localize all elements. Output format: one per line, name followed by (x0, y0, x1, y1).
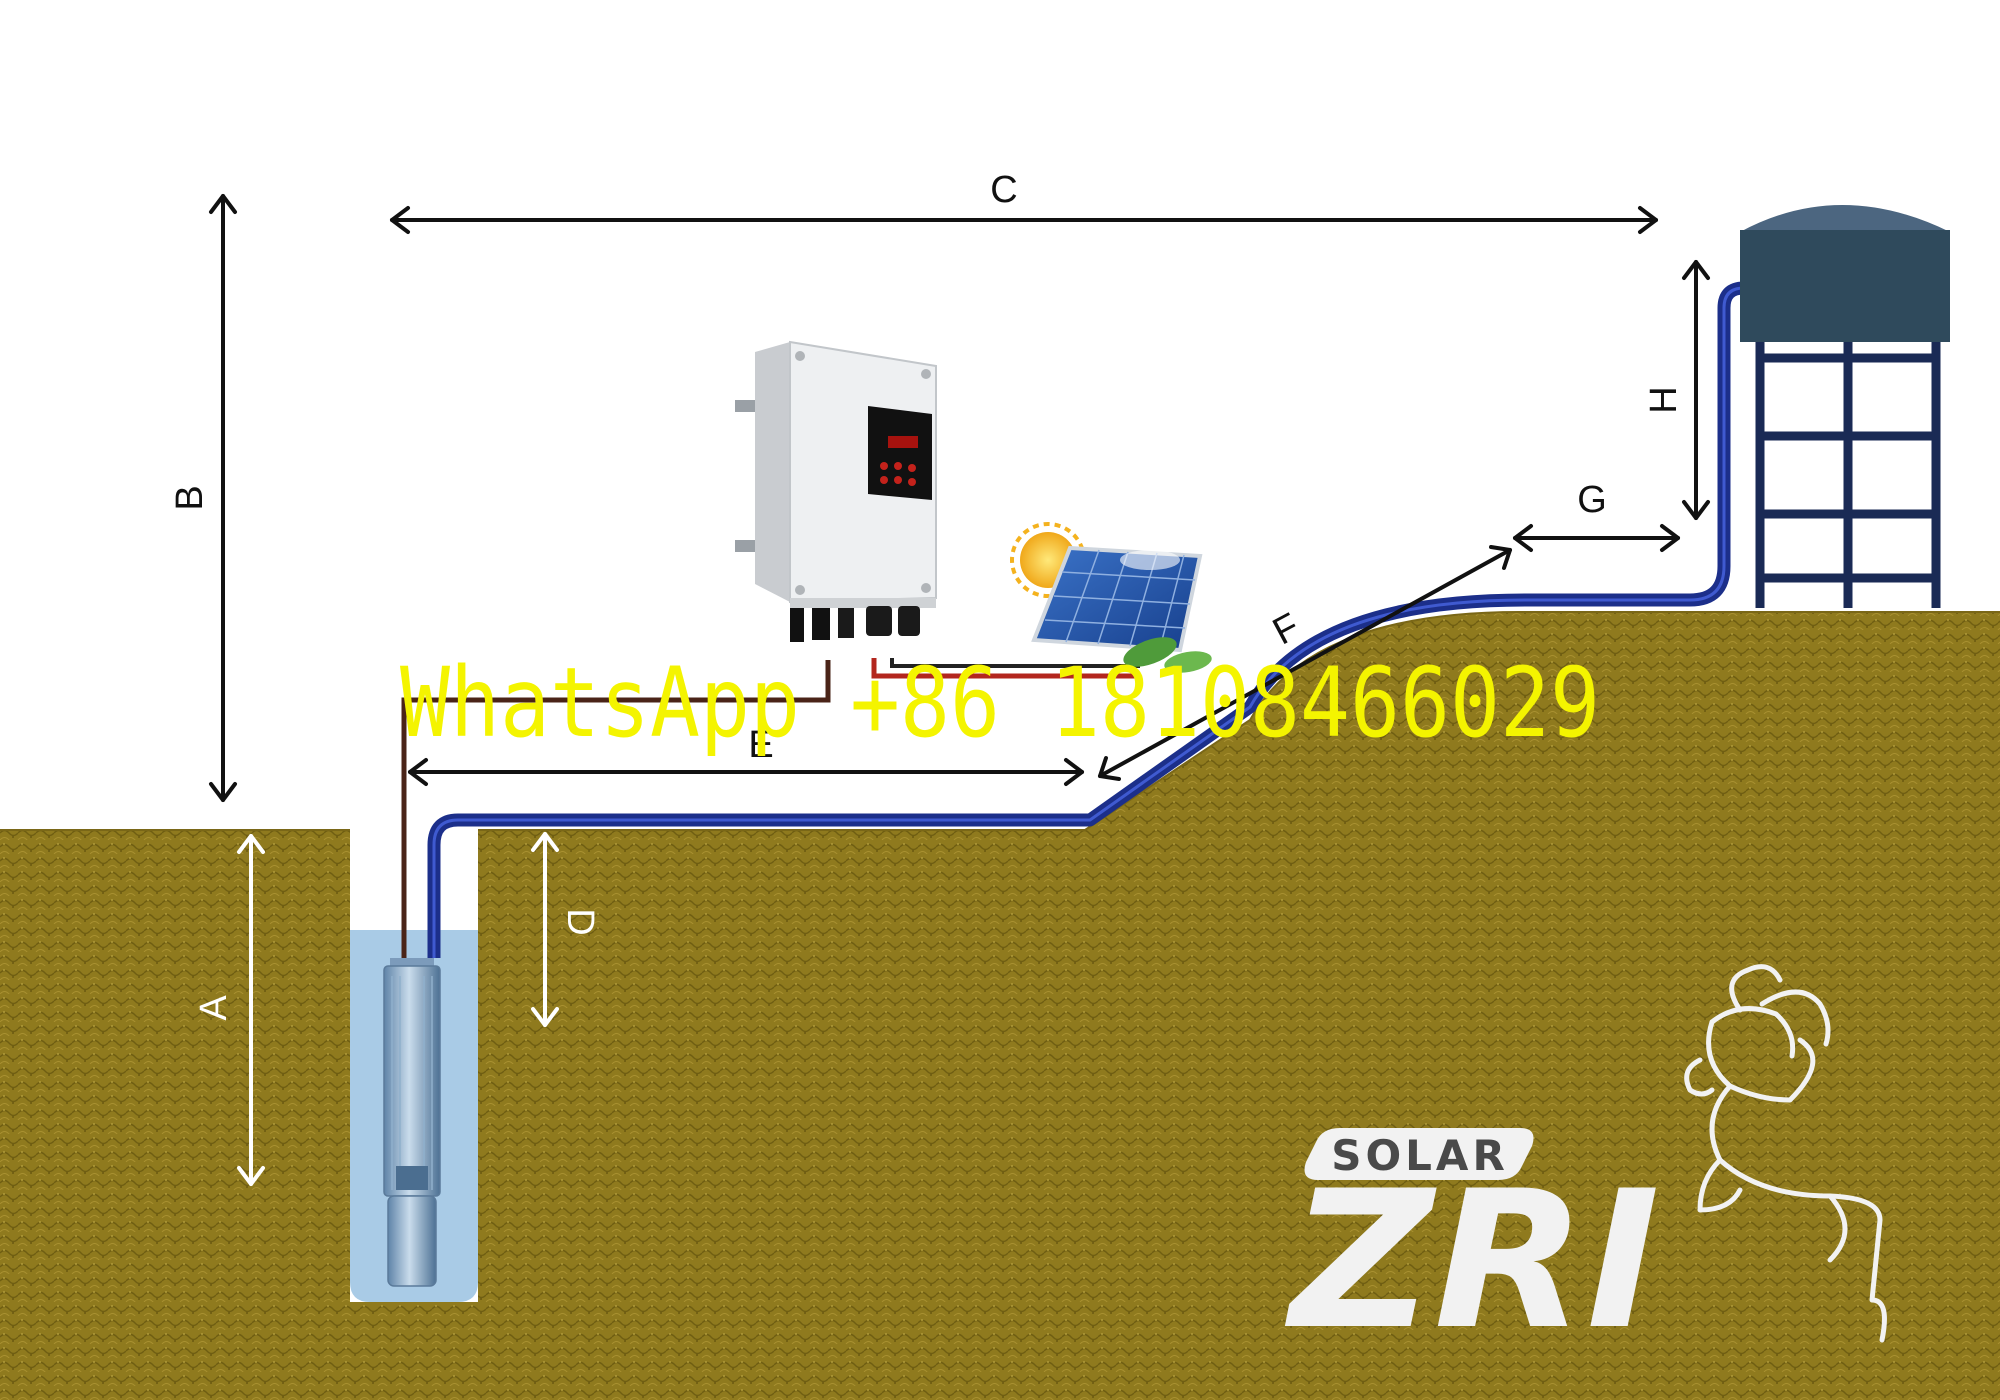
dimension-b-arrow (209, 194, 237, 802)
pump-controller (735, 340, 937, 642)
brand-tag-text: SOLAR (1331, 1131, 1509, 1180)
dimension-g-arrow (1513, 524, 1680, 552)
solar-cable-dark (890, 658, 1140, 668)
dimension-b-label: B (169, 485, 211, 510)
dimension-a-label: A (193, 995, 235, 1021)
deer-logo-icon (1684, 964, 1887, 1343)
dimension-d-label: D (559, 908, 601, 935)
dimension-f-arrow (1098, 545, 1512, 781)
water-tank-tower (1740, 205, 1950, 608)
water-tank-roof (1740, 205, 1950, 232)
ground-terrain (0, 612, 2000, 1400)
whatsapp-watermark: WhatsApp +86 18108466029 (400, 647, 1600, 759)
solar-panel (1010, 522, 1212, 673)
dimension-c-label: C (990, 169, 1017, 211)
pump-cable (401, 660, 831, 958)
brand-logo: SOLAR ZRI (1285, 964, 1887, 1371)
dimension-h-arrow (1682, 260, 1710, 520)
dimension-h-label: H (1643, 386, 1685, 413)
dimension-a-arrow (237, 834, 265, 1186)
brand-name-text: ZRI (1285, 1150, 1660, 1371)
submersible-pump (383, 958, 441, 1287)
dimension-d-arrow (531, 832, 559, 1027)
dimension-c-arrow (390, 206, 1658, 234)
leaf-icon (1123, 637, 1212, 673)
solar-cable-red (871, 658, 1140, 679)
water-tank-body (1740, 230, 1950, 342)
dimension-e-arrow (408, 758, 1084, 786)
brand-tag-shape (1304, 1128, 1534, 1180)
dimension-e-label: E (748, 724, 773, 766)
dimension-g-label: G (1577, 479, 1607, 521)
